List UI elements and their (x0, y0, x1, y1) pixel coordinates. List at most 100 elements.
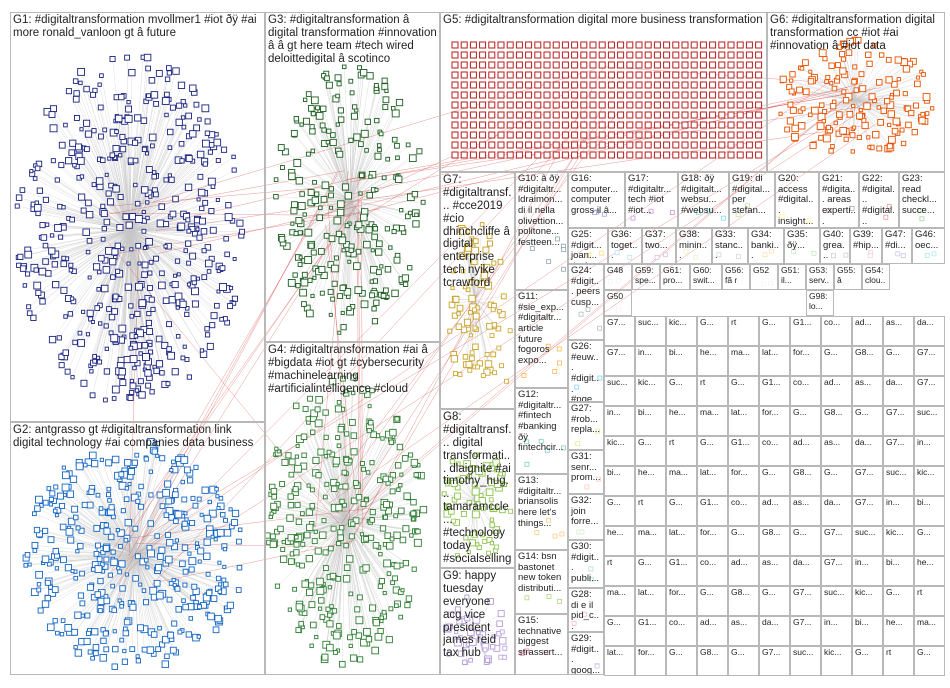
edge (854, 99, 876, 135)
group-label-small: da... (824, 497, 841, 507)
group-label: G11: #sie_exp... #digitaltr... article f… (518, 291, 564, 366)
group-box-small: G8... (790, 466, 821, 496)
edge (51, 114, 131, 231)
group-label-small: in... (886, 497, 900, 507)
edge (305, 408, 346, 521)
node (175, 118, 183, 126)
group-box-small: as... (821, 436, 852, 466)
group-box-g25: G25: #digit... joan... thefe... (568, 228, 608, 264)
group-label-small: da... (917, 317, 934, 327)
node (202, 199, 209, 206)
edge (101, 75, 131, 231)
group-label: G55: â (837, 265, 856, 285)
node (208, 208, 215, 215)
edge (344, 422, 371, 521)
group-box-g26: G26: #euw... #digit... #pge... (568, 340, 604, 402)
group-box-g27: G27: #rob... repla... (568, 402, 604, 450)
node (74, 115, 80, 121)
group-box-small: G... (666, 646, 697, 676)
edge (129, 229, 185, 347)
edge (35, 178, 131, 231)
group-box-small: co... (728, 496, 759, 526)
edge (458, 479, 476, 501)
node (97, 254, 105, 262)
node (207, 149, 213, 155)
group-box-small: for... (728, 466, 759, 496)
node (60, 286, 68, 294)
group-label: G47: #di... (885, 229, 906, 251)
group-label: G4: #digitaltransformation #ai â #bigdat… (268, 344, 428, 395)
group-box-small: lat... (666, 526, 697, 556)
group-label-small: for... (731, 467, 748, 477)
node (85, 249, 91, 255)
group-box-small: bi... (604, 466, 635, 496)
group-box-small: G... (666, 376, 697, 406)
group-box-g59: G59: spe... (632, 264, 660, 290)
edge (272, 486, 346, 521)
group-label: G40: grea... (823, 229, 845, 262)
group-box-g3: G3: #digitaltransformation â digital tra… (265, 12, 440, 342)
edge (349, 139, 395, 201)
edge (39, 535, 136, 556)
edge (344, 66, 351, 201)
group-label: G3: #digitaltransformation â digital tra… (268, 14, 437, 65)
node (119, 133, 126, 140)
node (79, 127, 84, 132)
edge (50, 539, 136, 556)
edge (134, 554, 152, 633)
group-label-small: G... (669, 377, 683, 387)
group-label-small: in... (607, 407, 621, 417)
group-label-small: kic... (917, 467, 935, 477)
group-box-g39: G39: #hip... (850, 228, 882, 264)
edge (129, 229, 217, 306)
edge (336, 460, 346, 521)
edge (344, 502, 385, 521)
group-box-g37: G37: two... (642, 228, 676, 264)
group-label: G61: pro... (663, 265, 683, 285)
group-label: G51: il... (781, 265, 800, 285)
group-box-small: G... (635, 556, 666, 586)
edge (129, 100, 166, 231)
node (164, 112, 169, 118)
edge (134, 554, 219, 589)
edge (134, 461, 174, 556)
group-box-g34: G34: banki... (748, 228, 784, 264)
group-label-small: da... (855, 437, 872, 447)
group-label-small: suc... (886, 467, 907, 477)
group-box-g35: G35: ðÿ... (784, 228, 820, 264)
edge (129, 68, 149, 231)
group-box-small: for... (666, 586, 697, 616)
group-box-small: ma... (914, 616, 945, 646)
group-label-small: G... (917, 527, 931, 537)
group-box-g56: G56: fã r (722, 264, 750, 290)
group-label: G12: #digitaltr... #fintech #banking ðÿ … (518, 389, 564, 454)
group-label-small: kic... (855, 587, 873, 597)
edge (854, 71, 922, 101)
node (145, 166, 153, 173)
edge (324, 519, 346, 658)
group-box-small: kic... (821, 646, 852, 676)
group-box-small: G... (728, 646, 759, 676)
node (97, 82, 102, 87)
node (138, 391, 146, 399)
group-box-small: in... (883, 496, 914, 526)
inter-group-edge (315, 170, 349, 528)
edge (465, 499, 476, 538)
group-box-small: G7... (759, 646, 790, 676)
edge (295, 489, 346, 521)
group-label-small: co... (669, 617, 686, 627)
node (176, 102, 183, 109)
edge (23, 229, 131, 269)
edge (312, 508, 346, 521)
group-box-small: bi... (666, 346, 697, 376)
edge (134, 494, 152, 556)
group-box-small: suc... (604, 376, 635, 406)
node (236, 219, 244, 227)
group-label-small: as... (824, 437, 841, 447)
edge (39, 533, 136, 556)
edge (296, 118, 351, 201)
group-label-small: G... (638, 437, 652, 447)
node (82, 228, 90, 236)
edge (128, 522, 136, 556)
